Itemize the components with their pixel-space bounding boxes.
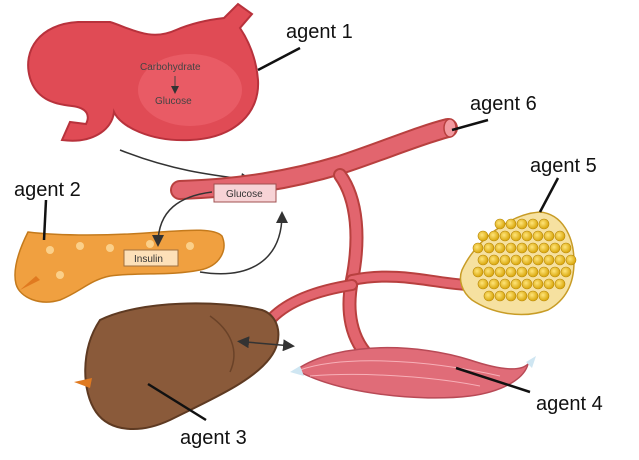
fat-cell	[555, 255, 565, 265]
fat-cell	[533, 231, 543, 241]
agent-6-label: agent 6	[470, 93, 537, 115]
fat-cell	[484, 291, 494, 301]
stomach-top-text: Carbohydrate	[140, 62, 201, 73]
fat-cell	[528, 291, 538, 301]
glucose-box-text: Glucose	[226, 189, 263, 200]
agent-5-label: agent 5	[530, 155, 597, 177]
fat-cell	[544, 255, 554, 265]
fat-cell	[539, 291, 549, 301]
fat-cell	[506, 219, 516, 229]
fat-cell	[495, 243, 505, 253]
fat-cell	[511, 231, 521, 241]
fat-cell	[544, 279, 554, 289]
fat-cell	[550, 267, 560, 277]
agent-3-label: agent 3	[180, 427, 247, 449]
fat-cell	[495, 219, 505, 229]
fat-cell	[528, 267, 538, 277]
fat-cell	[489, 231, 499, 241]
fat-cell	[478, 279, 488, 289]
fat-cell	[539, 267, 549, 277]
fat-cell	[495, 267, 505, 277]
fat-cell	[517, 267, 527, 277]
fat-cell	[544, 231, 554, 241]
stomach-bottom-text: Glucose	[155, 96, 192, 107]
fat-cell	[561, 243, 571, 253]
fat-cell	[495, 291, 505, 301]
liver	[74, 303, 278, 429]
agent-4-label: agent 4	[536, 393, 603, 415]
fat-cell	[500, 231, 510, 241]
stomach-to-blood-arrow	[120, 150, 250, 180]
fat-cell	[478, 255, 488, 265]
fat-cell	[528, 219, 538, 229]
fat-cell	[484, 267, 494, 277]
muscle	[290, 348, 536, 398]
fat-cell	[517, 219, 527, 229]
fat-cell	[500, 255, 510, 265]
fat-cell	[539, 219, 549, 229]
adipose-tissue	[460, 212, 576, 315]
fat-cell	[478, 231, 488, 241]
fat-cell	[533, 279, 543, 289]
stomach: Carbohydrate Glucose	[28, 4, 258, 141]
pancreas: Insulin	[15, 230, 224, 302]
agent-2-label: agent 2	[14, 179, 81, 201]
fat-cell	[522, 255, 532, 265]
fat-cell	[566, 255, 576, 265]
fat-cell	[561, 267, 571, 277]
fat-cell	[555, 279, 565, 289]
agent-1-label: agent 1	[286, 21, 353, 43]
insulin-box-text: Insulin	[134, 254, 163, 265]
fat-cell	[533, 255, 543, 265]
fat-cell	[528, 243, 538, 253]
fat-cell	[473, 243, 483, 253]
fat-cell	[517, 243, 527, 253]
fat-cell	[511, 279, 521, 289]
fat-cell	[506, 243, 516, 253]
fat-cell	[489, 279, 499, 289]
fat-cell	[500, 279, 510, 289]
fat-cell	[506, 267, 516, 277]
fat-cell	[555, 231, 565, 241]
fat-cell	[539, 243, 549, 253]
fat-cell	[522, 279, 532, 289]
fat-cell	[489, 255, 499, 265]
fat-cell	[484, 243, 494, 253]
fat-cell	[506, 291, 516, 301]
fat-cell	[473, 267, 483, 277]
fat-cell	[511, 255, 521, 265]
fat-cell	[550, 243, 560, 253]
glucose-box: Glucose	[214, 184, 276, 202]
fat-cell	[517, 291, 527, 301]
fat-cell	[522, 231, 532, 241]
